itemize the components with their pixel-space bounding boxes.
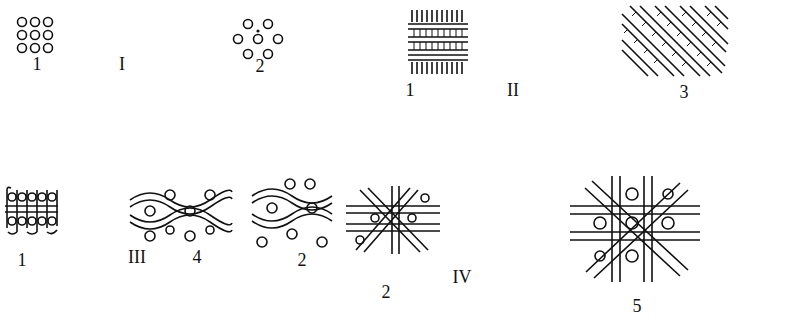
wavy-strands-part xyxy=(185,231,195,241)
wavy-strands-part xyxy=(130,190,232,207)
figure-label: 4 xyxy=(193,248,202,266)
multiaxial-bars-part xyxy=(421,194,429,202)
woven-layers-part xyxy=(38,217,46,225)
multiaxial-bars-part xyxy=(356,186,428,254)
square-packing-part xyxy=(18,18,27,27)
orthogonal-layers-part xyxy=(414,29,462,37)
five-direction-bars-part xyxy=(626,250,638,262)
woven-layers-part xyxy=(5,206,58,212)
figure-label: 2 xyxy=(382,283,391,301)
diagonal-layers xyxy=(622,6,728,76)
hexagonal-packing-part xyxy=(234,35,243,44)
interlock-strands-part xyxy=(267,203,277,213)
woven-layers-part xyxy=(18,217,26,225)
woven-layers-part xyxy=(28,217,36,225)
square-packing-part xyxy=(31,31,40,40)
woven-layers-part xyxy=(8,230,57,234)
figure-label: I xyxy=(119,55,125,73)
orthogonal-layers-part xyxy=(412,62,462,74)
figure-label: II xyxy=(507,81,519,99)
wavy-strands-part xyxy=(206,226,214,234)
woven-layers-part xyxy=(8,217,16,225)
wavy-strands-part xyxy=(130,215,232,232)
woven-layers-part xyxy=(7,187,57,232)
five-direction-bars-part xyxy=(662,217,674,229)
hexagonal-packing-part xyxy=(244,50,253,59)
interlock-strands-part xyxy=(252,207,332,228)
woven-layers-part xyxy=(18,193,26,201)
wavy-strands-part xyxy=(185,206,195,216)
diagonal-layers-part xyxy=(622,6,728,76)
woven-layers-part xyxy=(48,217,56,225)
multiaxial-bars-part xyxy=(408,214,416,222)
hexagonal-packing-part xyxy=(264,20,273,29)
orthogonal-layers xyxy=(408,10,468,74)
five-direction-bars-part xyxy=(594,217,606,229)
figure-label: 1 xyxy=(406,81,415,99)
square-packing-part xyxy=(44,18,53,27)
multiaxial-bars xyxy=(346,186,440,254)
figure-label: III xyxy=(128,248,146,266)
square-packing-part xyxy=(44,31,53,40)
five-direction-bars-part xyxy=(663,189,673,199)
figure-label: 2 xyxy=(298,251,307,269)
square-packing-part xyxy=(31,44,40,53)
woven-layers xyxy=(5,187,58,234)
five-direction-bars-part xyxy=(595,251,605,261)
interlock-strands-part xyxy=(285,179,295,189)
interlock-strands xyxy=(252,179,332,247)
wavy-strands-part xyxy=(165,190,175,200)
figure-label: 1 xyxy=(33,55,42,73)
woven-layers-part xyxy=(38,193,46,201)
square-packing xyxy=(18,18,53,53)
interlock-strands-part xyxy=(305,179,315,189)
woven-layers-part xyxy=(28,193,36,201)
multiaxial-bars-part xyxy=(371,214,379,222)
hexagonal-packing-part xyxy=(254,35,263,44)
orthogonal-layers-part xyxy=(412,10,462,22)
interlock-strands-part xyxy=(257,237,267,247)
interlock-strands-part xyxy=(252,189,332,210)
interlock-strands-part xyxy=(317,237,327,247)
hexagonal-packing-part xyxy=(257,30,259,32)
five-direction-bars-part xyxy=(626,188,638,200)
hexagonal-packing xyxy=(234,20,283,59)
square-packing-part xyxy=(18,31,27,40)
figure-label: 3 xyxy=(680,83,689,101)
figure-label: IV xyxy=(453,268,472,286)
wavy-strands-part xyxy=(166,226,174,234)
figure-label: 5 xyxy=(633,297,642,315)
interlock-strands-part xyxy=(287,229,297,239)
hexagonal-packing-part xyxy=(244,20,253,29)
square-packing-part xyxy=(18,44,27,53)
five-direction-bars-part xyxy=(585,181,688,278)
five-direction-bars xyxy=(570,176,700,282)
wavy-strands xyxy=(130,190,232,241)
wavy-strands-part xyxy=(145,206,155,216)
square-packing-part xyxy=(44,44,53,53)
hexagonal-packing-part xyxy=(264,50,273,59)
multiaxial-bars-part xyxy=(356,236,364,244)
wavy-strands-part xyxy=(145,231,155,241)
five-direction-bars-part xyxy=(626,217,638,229)
hexagonal-packing-part xyxy=(274,35,283,44)
square-packing-part xyxy=(31,18,40,27)
diagonal-layers-part xyxy=(624,12,721,66)
figure-label: 1 xyxy=(18,251,27,269)
orthogonal-layers-part xyxy=(414,42,462,50)
woven-layers-part xyxy=(48,193,56,201)
wavy-strands-part xyxy=(205,190,215,200)
woven-layers-part xyxy=(8,193,16,201)
orthogonal-layers-part xyxy=(408,24,468,60)
figure-label: 2 xyxy=(256,57,265,75)
